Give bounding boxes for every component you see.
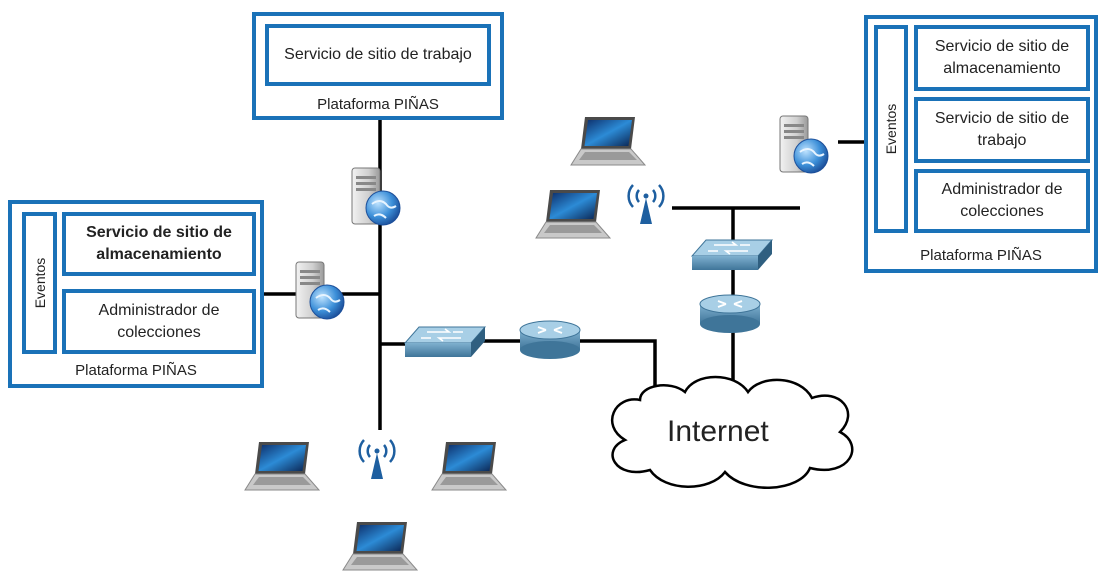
switch-left-icon [404, 326, 486, 358]
storage-site-service-box: Servicio de sitio de almacenamiento [914, 25, 1090, 91]
platform-label: Plataforma PIÑAS [317, 96, 439, 113]
collections-admin-box: Administrador de colecciones [62, 289, 256, 354]
server-right-icon [779, 115, 829, 174]
switch-right-icon [691, 239, 773, 271]
server-left-icon [295, 261, 345, 320]
wireless-ap-left-icon [358, 438, 396, 481]
server-top-icon [351, 167, 401, 226]
platform-box-top: Servicio de sitio de trabajo Plataforma … [252, 12, 504, 120]
router-right-icon [699, 294, 761, 334]
events-label: Eventos [31, 257, 48, 309]
platform-box-right: Eventos Servicio de sitio de almacenamie… [864, 15, 1098, 273]
events-box: Eventos [874, 25, 908, 233]
internet-label: Internet [667, 415, 769, 448]
platform-box-left: Eventos Servicio de sitio de almacenamie… [8, 200, 264, 388]
work-site-service-box: Servicio de sitio de trabajo [265, 24, 491, 86]
laptop-icon [342, 521, 418, 571]
router-left-icon [519, 320, 581, 360]
laptop-icon [535, 189, 611, 239]
events-label: Eventos [883, 103, 899, 155]
laptop-icon [244, 441, 320, 491]
work-site-service-box: Servicio de sitio de trabajo [914, 97, 1090, 163]
platform-label: Plataforma PIÑAS [75, 362, 197, 379]
internet-cloud-icon [611, 375, 854, 489]
storage-site-service-box: Servicio de sitio de almacenamiento [62, 212, 256, 276]
laptop-icon [431, 441, 507, 491]
platform-label: Plataforma PIÑAS [920, 247, 1042, 264]
events-box: Eventos [22, 212, 57, 354]
wireless-ap-right-icon [627, 183, 665, 226]
collections-admin-box: Administrador de colecciones [914, 169, 1090, 233]
laptop-icon [570, 116, 646, 166]
